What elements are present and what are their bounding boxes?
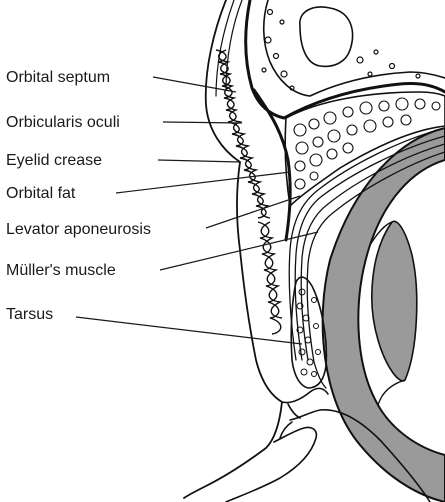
labels: Orbital septum Orbicularis oculi Eyelid … bbox=[6, 69, 151, 323]
label-muller-muscle: Müller's muscle bbox=[6, 262, 116, 279]
skin-outline bbox=[184, 0, 282, 498]
tarsus-plate bbox=[291, 277, 326, 388]
tarsus-outline bbox=[291, 277, 326, 388]
label-orbicularis-oculi: Orbicularis oculi bbox=[6, 114, 120, 131]
label-tarsus: Tarsus bbox=[6, 306, 53, 323]
orbital-bone bbox=[246, 0, 445, 118]
frontal-sinus bbox=[300, 7, 353, 66]
label-eyelid-crease: Eyelid crease bbox=[6, 152, 102, 169]
leader-orbital-fat bbox=[116, 172, 290, 193]
iris-edge-lower bbox=[378, 380, 405, 405]
brow-inner-line bbox=[216, 0, 234, 96]
leader-eyelid-crease bbox=[158, 160, 240, 162]
bone-trabeculae bbox=[262, 10, 420, 91]
label-levator-aponeurosis: Levator aponeurosis bbox=[6, 221, 151, 238]
upper-lid-margin bbox=[282, 388, 328, 402]
lens bbox=[372, 221, 417, 381]
leader-levator-aponeurosis bbox=[206, 196, 300, 228]
eyelash-upper bbox=[288, 404, 300, 418]
leader-tarsus bbox=[76, 317, 302, 344]
meibomian-glands bbox=[297, 289, 321, 377]
lower-lid-outer bbox=[226, 427, 316, 502]
globe bbox=[323, 128, 445, 502]
orbicularis-oculi bbox=[216, 50, 282, 334]
label-orbital-septum: Orbital septum bbox=[6, 69, 110, 86]
bone-inner bbox=[264, 0, 445, 96]
label-orbital-fat: Orbital fat bbox=[6, 185, 76, 202]
